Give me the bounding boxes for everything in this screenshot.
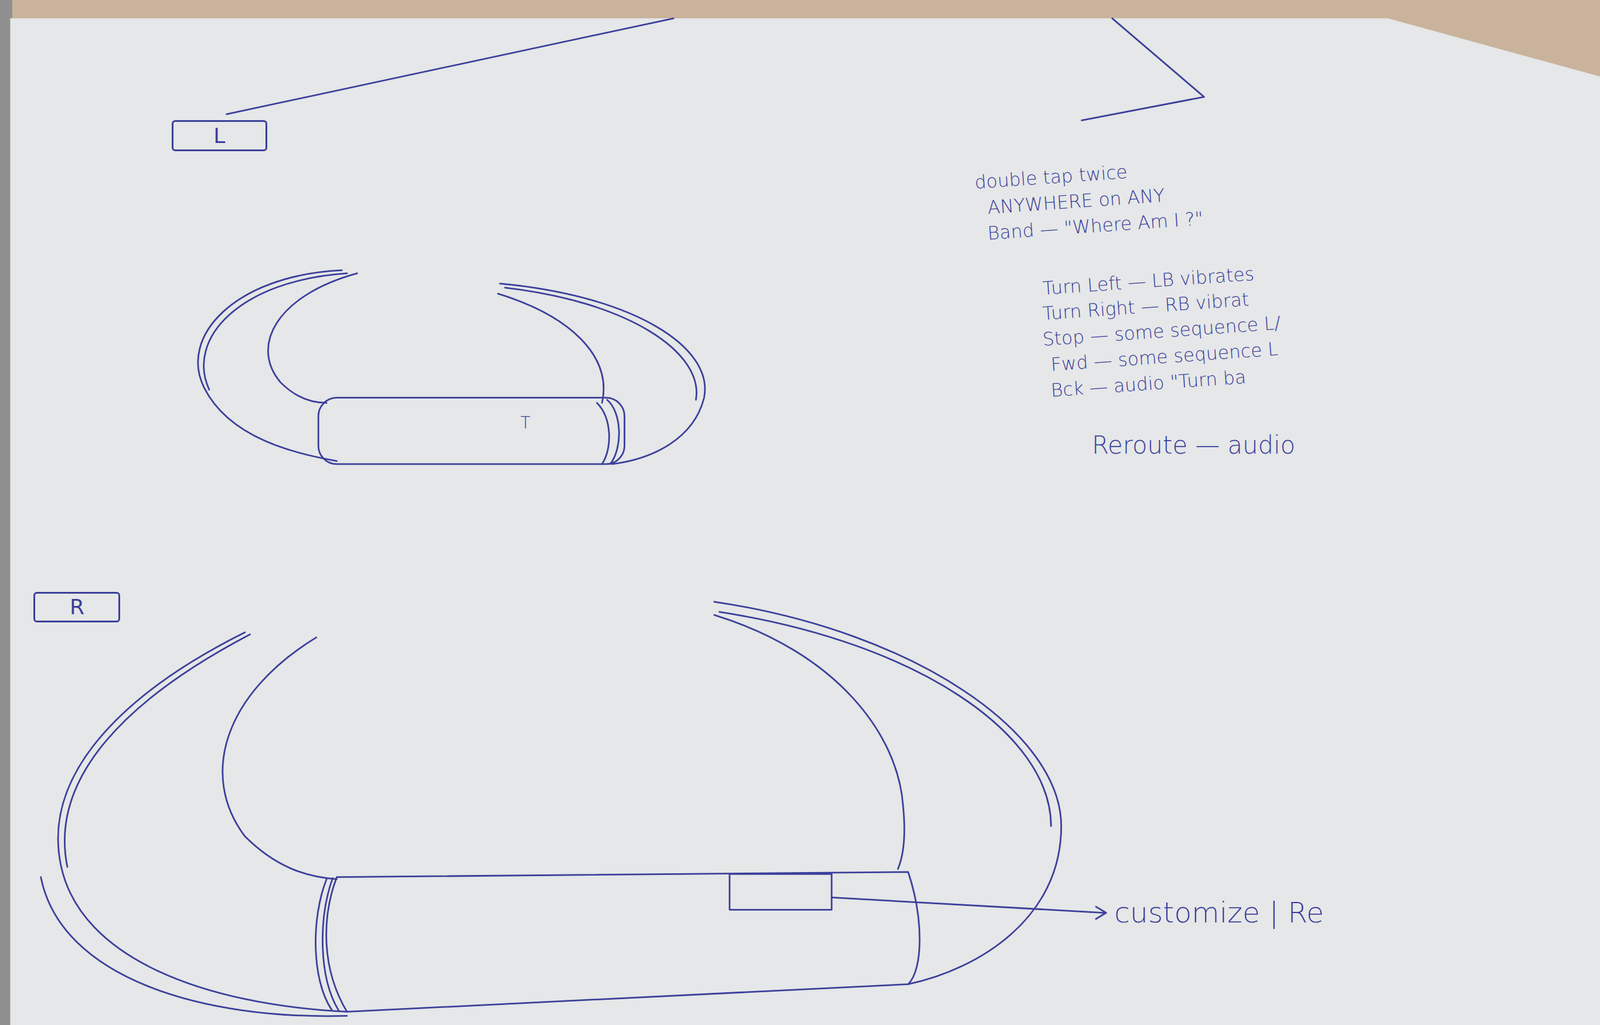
band-body	[326, 872, 920, 1012]
band-outline	[714, 614, 905, 869]
band-outline	[58, 632, 347, 1012]
band-outline	[714, 601, 1062, 985]
band-outline	[719, 611, 1051, 826]
part-letter: T	[520, 413, 531, 433]
band-outline	[222, 637, 337, 880]
handwritten-note: customize | Re	[1114, 896, 1324, 929]
band-outline	[597, 402, 610, 464]
band-outline	[267, 273, 357, 403]
button-rect	[729, 873, 832, 910]
band-body	[318, 397, 625, 465]
view-label-box: L	[171, 120, 268, 151]
band-outline	[505, 287, 697, 400]
view-letter: L	[213, 123, 226, 148]
view-label-box: R	[33, 591, 121, 623]
band-outline	[322, 877, 339, 1011]
band-outline	[203, 273, 347, 390]
frame-line	[226, 18, 674, 115]
band-outline	[498, 293, 604, 403]
paper-sheet	[9, 18, 1600, 1025]
handwritten-note: Reroute — audio	[1091, 430, 1296, 460]
leader-line	[831, 897, 1105, 913]
leader-arrow	[1095, 906, 1106, 919]
view-letter: R	[69, 594, 85, 619]
band-outline	[64, 634, 250, 867]
frame-line	[1081, 18, 1205, 121]
band-outline	[41, 877, 347, 1017]
